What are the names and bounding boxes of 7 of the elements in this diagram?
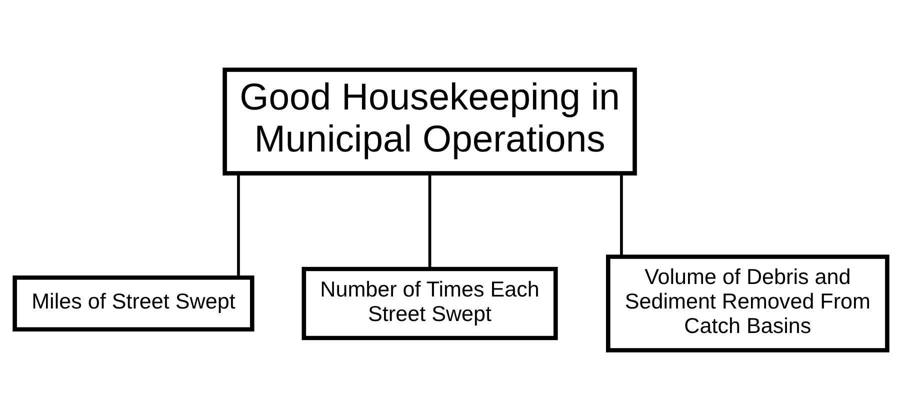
- connector: [428, 174, 432, 269]
- connector: [237, 174, 240, 278]
- node-box: Miles of Street Swept: [12, 275, 254, 332]
- node-box: Number of Times Each Street Swept: [302, 266, 558, 340]
- connector: [620, 174, 623, 256]
- node-box: Volume of Debris and Sediment Removed From Catch Basins: [606, 254, 890, 352]
- node-box: Good Housekeeping in Municipal Operations: [222, 68, 637, 176]
